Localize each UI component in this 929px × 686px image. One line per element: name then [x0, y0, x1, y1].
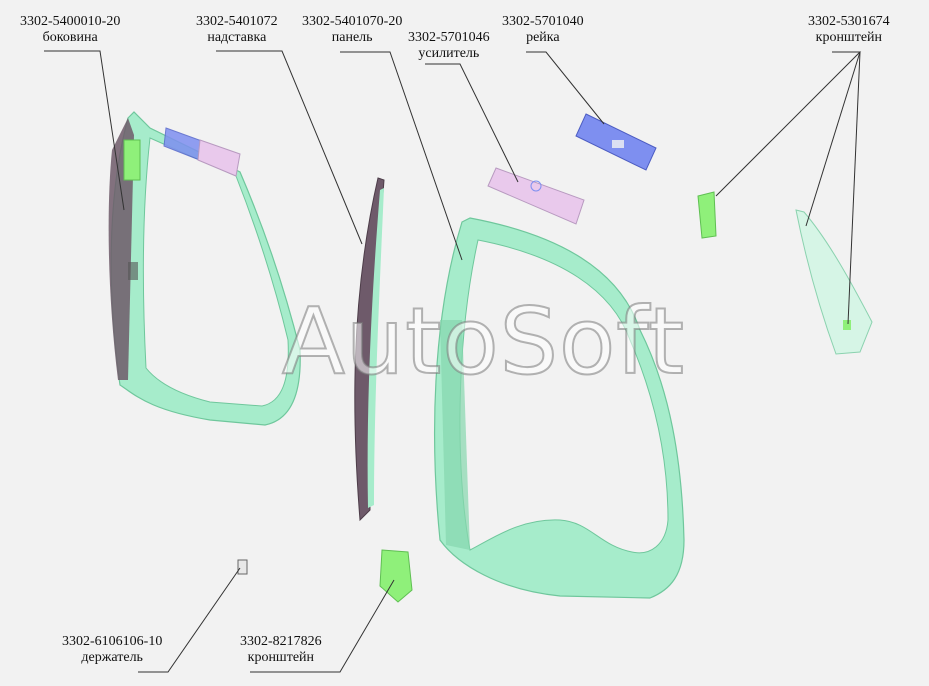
holder-part[interactable]	[237, 559, 248, 575]
label-part-p1[interactable]: 3302-5400010-20 боковина	[20, 14, 120, 46]
label-part-p6[interactable]: 3302-5301674 кронштейн	[808, 14, 890, 46]
watermark: AutoSoft	[281, 288, 686, 395]
main-panel-part[interactable]	[433, 217, 685, 599]
leader-line-p8	[250, 579, 395, 673]
upper-bracket-part[interactable]	[697, 191, 717, 239]
part-name: держатель	[81, 650, 143, 665]
part-name: усилитель	[418, 46, 480, 61]
leader-line-p2	[216, 50, 363, 245]
leader-line-p7	[138, 567, 241, 673]
label-part-p3[interactable]: 3302-5401070-20 панель	[302, 14, 402, 46]
label-part-p4[interactable]: 3302-5701046 усилитель	[408, 30, 490, 62]
leader-lines	[44, 50, 862, 673]
leader-line-p3	[340, 51, 463, 261]
part-name: панель	[331, 30, 373, 45]
side-panel-part[interactable]	[108, 111, 301, 426]
part-number: 3302-5400010-20	[20, 14, 121, 29]
part-name: боковина	[42, 30, 98, 45]
reinforcement-part[interactable]	[487, 167, 585, 225]
upper-strip-part[interactable]	[163, 127, 241, 177]
part-number: 3302-5301674	[808, 14, 890, 29]
label-part-p5[interactable]: 3302-5701040 рейка	[502, 14, 584, 46]
part-number: 3302-5701046	[408, 30, 490, 45]
right-bracket-part[interactable]	[795, 209, 873, 355]
leader-line-p6b	[805, 51, 861, 227]
part-number: 3302-5401070-20	[302, 14, 403, 29]
part-number: 3302-5701040	[502, 14, 584, 29]
part-number: 3302-6106106-10	[62, 634, 163, 649]
part-name: кронштейн	[815, 30, 883, 45]
part-number: 3302-8217826	[240, 634, 322, 649]
filler-strip-part[interactable]	[354, 177, 385, 522]
label-part-p7[interactable]: 3302-6106106-10 держатель	[62, 634, 162, 666]
rail-part[interactable]	[575, 113, 657, 171]
part-name: кронштейн	[247, 650, 315, 665]
label-part-p8[interactable]: 3302-8217826 кронштейн	[240, 634, 322, 666]
leader-line-p5	[526, 51, 605, 125]
leader-line-p6a	[715, 51, 862, 197]
part-name: рейка	[526, 30, 560, 45]
leader-line-p1	[44, 50, 125, 211]
leader-line-p4	[425, 63, 519, 183]
label-part-p2[interactable]: 3302-5401072 надставка	[196, 14, 278, 46]
part-number: 3302-5401072	[196, 14, 278, 29]
leader-line-p6c	[847, 51, 861, 325]
part-name: надставка	[207, 30, 267, 45]
lower-bracket-part[interactable]	[379, 549, 413, 603]
